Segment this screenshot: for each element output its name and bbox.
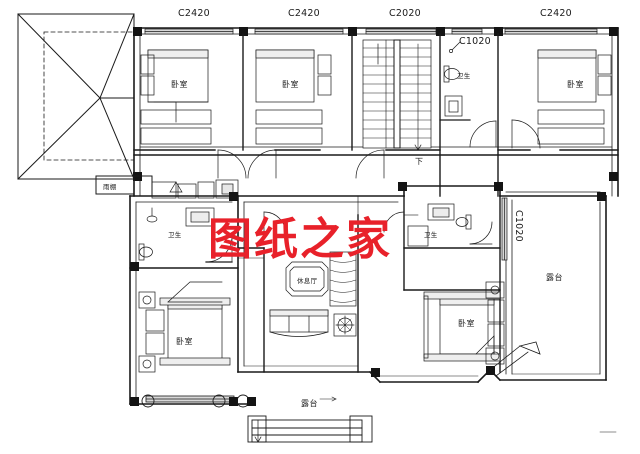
window-label-c2020: C2020 xyxy=(389,8,421,19)
entry-fixtures xyxy=(151,179,239,199)
room-label-bedroom-5: 卧室 xyxy=(458,319,475,328)
room-label-bathroom-left: 卫生 xyxy=(168,231,182,239)
dimension-ticks xyxy=(319,396,617,433)
window-c1020-right xyxy=(501,197,508,261)
window-label-c2420-b: C2420 xyxy=(288,8,320,19)
c1020-leader-line xyxy=(449,41,461,53)
room-label-canopy: 雨棚 xyxy=(103,183,117,191)
window-c2420-c xyxy=(504,28,598,35)
lounge-furniture xyxy=(269,251,357,337)
room-label-bedroom-3: 卧室 xyxy=(567,80,584,89)
door-swings-upper xyxy=(217,149,385,179)
room-label-lounge: 休息厅 xyxy=(297,277,318,285)
room-label-terrace-right: 露台 xyxy=(546,273,563,282)
hip-roof-dashed-outline xyxy=(43,31,135,161)
bathroom-left-fixtures xyxy=(138,207,233,263)
misc-detail-lines xyxy=(237,195,601,377)
room-label-terrace-bottom: 露台 xyxy=(301,399,318,408)
room-label-bathroom-upper: 卫生 xyxy=(457,72,471,80)
bathroom-upper-fixtures xyxy=(439,65,497,148)
window-label-c2420-a: C2420 xyxy=(178,8,210,19)
lower-outer-walls-inner xyxy=(135,191,601,399)
bedroom-1-furniture xyxy=(140,49,212,145)
upper-partitions xyxy=(133,33,619,197)
terrace-circular-columns xyxy=(141,394,250,408)
bedroom-3-furniture xyxy=(511,49,612,149)
window-label-c1020-upper: C1020 xyxy=(459,36,491,47)
upper-outer-walls xyxy=(133,27,619,197)
window-c2020-a xyxy=(365,28,437,35)
exterior-steps xyxy=(247,415,373,443)
window-c2420-a xyxy=(144,28,234,35)
bedroom-2-furniture xyxy=(255,49,332,145)
bedroom-5-furniture xyxy=(423,281,505,365)
door-swings-lower xyxy=(263,211,405,235)
room-label-bedroom-1: 卧室 xyxy=(171,80,188,89)
lower-partitions xyxy=(129,195,501,373)
hip-roof-porch xyxy=(17,13,135,180)
bedroom-4-furniture xyxy=(138,281,231,373)
exterior-step-arrow xyxy=(254,419,262,443)
terrace-columns xyxy=(130,182,606,406)
window-c1020-upper xyxy=(451,28,483,35)
window-label-c1020-right: C1020 xyxy=(513,210,524,242)
watermark-text: 图纸之家 xyxy=(208,214,392,265)
room-label-bedroom-4: 卧室 xyxy=(176,337,193,346)
room-label-bathroom-right: 卫生 xyxy=(424,231,438,239)
window-label-c2420-c: C2420 xyxy=(540,8,572,19)
terrace-railing xyxy=(145,395,235,403)
staircase xyxy=(362,39,432,151)
chamfer-detail xyxy=(477,341,541,383)
stair-direction-label: 下 xyxy=(415,157,424,166)
bathroom-right-fixtures xyxy=(407,203,493,247)
room-label-bedroom-2: 卧室 xyxy=(282,80,299,89)
window-c2420-b xyxy=(254,28,344,35)
